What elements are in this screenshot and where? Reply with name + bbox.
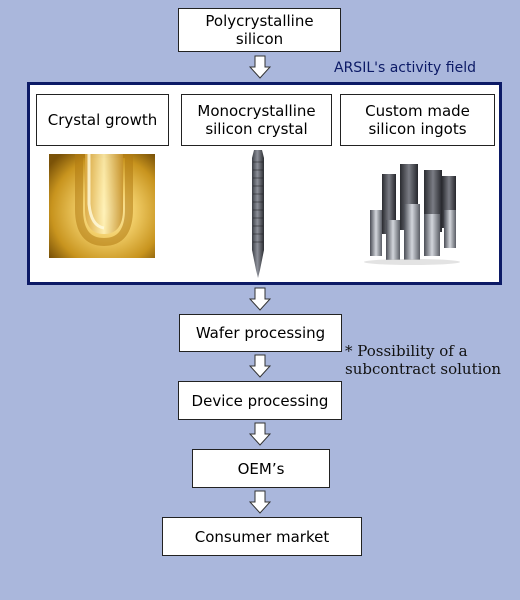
monocrystalline-rod-photo bbox=[252, 150, 264, 278]
custom-ingots-label-line1: Custom made bbox=[365, 102, 470, 120]
consumer-market-box: Consumer market bbox=[162, 517, 362, 556]
down-arrow-icon bbox=[249, 490, 271, 514]
crystal-growth-box: Crystal growth bbox=[36, 94, 169, 146]
silicon-ingots-photo bbox=[364, 164, 460, 265]
polycrystalline-label-line1: Polycrystalline bbox=[205, 12, 314, 30]
down-arrow-icon bbox=[249, 55, 271, 79]
activity-field-title: ARSIL's activity field bbox=[334, 60, 476, 76]
consumer-market-label: Consumer market bbox=[194, 527, 330, 546]
down-arrow-icon bbox=[249, 422, 271, 446]
subcontract-note: * Possibility of a subcontract solution bbox=[345, 342, 502, 378]
oem-box: OEM’s bbox=[192, 449, 330, 488]
down-arrow-icon bbox=[249, 354, 271, 378]
crystal-growth-label: Crystal growth bbox=[47, 111, 158, 129]
wafer-processing-label: Wafer processing bbox=[195, 324, 326, 342]
crystal-growth-photo bbox=[49, 154, 155, 258]
monocrystalline-label-line1: Monocrystalline bbox=[197, 102, 316, 120]
polycrystalline-silicon-box: Polycrystalline silicon bbox=[178, 8, 341, 52]
monocrystalline-box: Monocrystalline silicon crystal bbox=[181, 94, 332, 146]
custom-ingots-box: Custom made silicon ingots bbox=[340, 94, 495, 146]
custom-ingots-label-line2: silicon ingots bbox=[368, 120, 467, 138]
wafer-processing-box: Wafer processing bbox=[179, 314, 342, 352]
device-processing-box: Device processing bbox=[178, 381, 342, 420]
down-arrow-icon bbox=[249, 287, 271, 311]
oem-label: OEM’s bbox=[237, 459, 285, 478]
polycrystalline-label-line2: silicon bbox=[235, 30, 284, 48]
device-processing-label: Device processing bbox=[191, 391, 329, 410]
monocrystalline-label-line2: silicon crystal bbox=[205, 120, 308, 138]
